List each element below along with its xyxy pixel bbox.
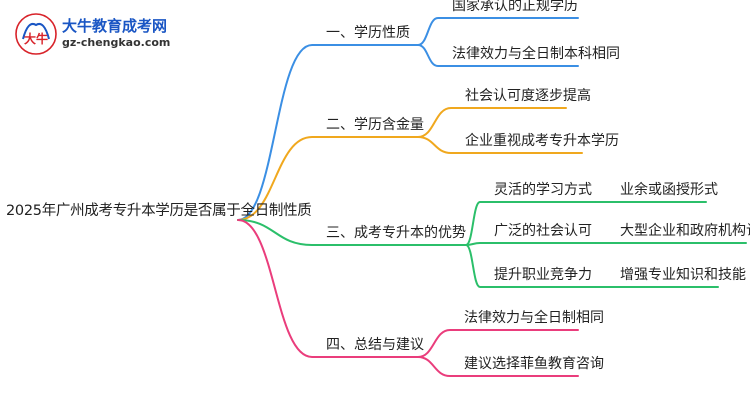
- branch-3-label: 三、成考专升本的优势: [326, 225, 466, 241]
- edge-root-branch-3: [237, 219, 467, 246]
- branch-3-child-2-leaf-label: 大型企业和政府机构认可: [620, 223, 750, 239]
- edge-branch-1-child-1: [417, 17, 579, 46]
- branch-1-child-1-label: 国家承认的正规学历: [452, 0, 578, 14]
- edge-root-branch-2: [237, 136, 419, 221]
- branch-2-child-2-label: 企业重视成考专升本学历: [465, 133, 619, 149]
- branch-2-label: 二、学历含金量: [326, 117, 424, 133]
- edge-branch-3-child-2: [465, 242, 597, 246]
- branch-3-child-2-label: 广泛的社会认可: [494, 223, 592, 239]
- edge-branch-2-child-2: [417, 136, 583, 154]
- root-node: 2025年广州成考专升本学历是否属于全日制性质: [6, 203, 312, 219]
- branch-3-child-3-leaf-label: 增强专业知识和技能: [620, 267, 746, 283]
- branch-1-label: 一、学历性质: [326, 25, 410, 41]
- branch-1-child-2-label: 法律效力与全日制本科相同: [452, 46, 620, 62]
- site-logo[interactable]: 大牛 大牛教育成考网 gz-chengkao.com: [14, 12, 204, 56]
- edge-root-branch-1: [237, 44, 419, 221]
- branch-4-label: 四、总结与建议: [326, 337, 424, 353]
- branch-2-child-1-label: 社会认可度逐步提高: [465, 88, 591, 104]
- edge-branch-4-child-1: [417, 329, 579, 358]
- edge-branch-2-child-1: [417, 107, 567, 138]
- bull-logo-icon: 大牛: [15, 13, 57, 55]
- logo-title: 大牛教育成考网: [62, 17, 168, 35]
- edge-branch-3-child-1: [465, 201, 597, 246]
- branch-4-child-2-label: 建议选择菲鱼教育咨询: [464, 356, 604, 372]
- edge-branch-1-child-2: [417, 44, 579, 67]
- branch-3-child-1-leaf-label: 业余或函授形式: [620, 182, 718, 198]
- svg-text:大牛: 大牛: [24, 31, 48, 46]
- branch-4-child-1-label: 法律效力与全日制相同: [464, 310, 604, 326]
- edge-branch-3-child-3: [465, 244, 597, 288]
- branch-3-child-3-label: 提升职业竞争力: [494, 267, 592, 283]
- logo-url: gz-chengkao.com: [62, 36, 171, 49]
- edge-branch-4-child-2: [417, 356, 579, 377]
- branch-3-child-1-label: 灵活的学习方式: [494, 182, 592, 198]
- edge-root-branch-4: [237, 219, 419, 358]
